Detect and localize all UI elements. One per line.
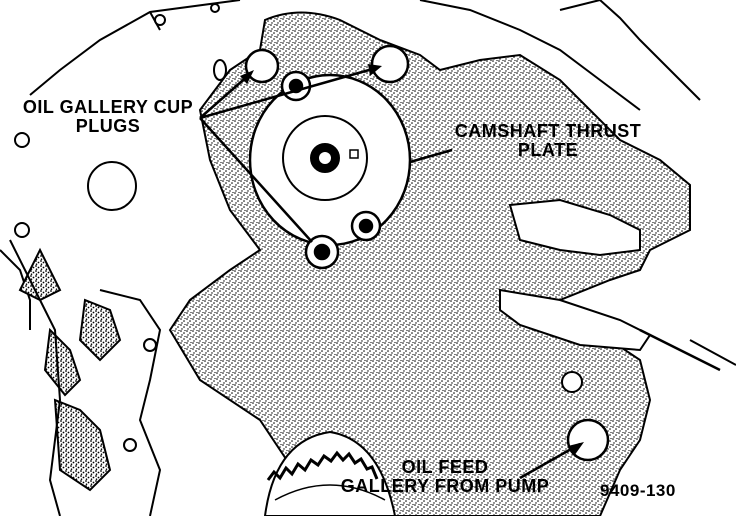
- leader-lines: [199, 66, 721, 480]
- arrowheads: [240, 64, 584, 456]
- oil-feed-gallery-label-line1: OIL FEED: [401, 457, 489, 477]
- oil-gallery-cup-plugs: [244, 44, 410, 84]
- oil-gallery-cup-plugs-label-line1: OIL GALLERY CUP: [22, 97, 194, 117]
- camshaft-thrust-plate-label-line1: CAMSHAFT THRUST: [454, 121, 642, 141]
- camshaft-thrust-plate-label: CAMSHAFT THRUST PLATE: [448, 122, 648, 160]
- left-webbing: [9, 239, 162, 516]
- oil-gallery-cup-plugs-label: OIL GALLERY CUP PLUGS: [8, 98, 208, 136]
- block-holes: [14, 3, 583, 452]
- casting-slots: [499, 198, 652, 352]
- oil-feed-gallery-label: OIL FEED GALLERY FROM PUMP: [330, 458, 560, 496]
- figure-number: 9409-130: [600, 482, 720, 500]
- figure-number-text: 9409-130: [600, 481, 676, 500]
- crankshaft-gear: [263, 430, 397, 516]
- camshaft-thrust-plate-label-line2: PLATE: [517, 139, 579, 160]
- left-bosses: [18, 247, 122, 492]
- oil-feed-gallery-label-line2: GALLERY FROM PUMP: [340, 475, 550, 496]
- oil-gallery-cup-plugs-label-line2: PLUGS: [75, 115, 141, 136]
